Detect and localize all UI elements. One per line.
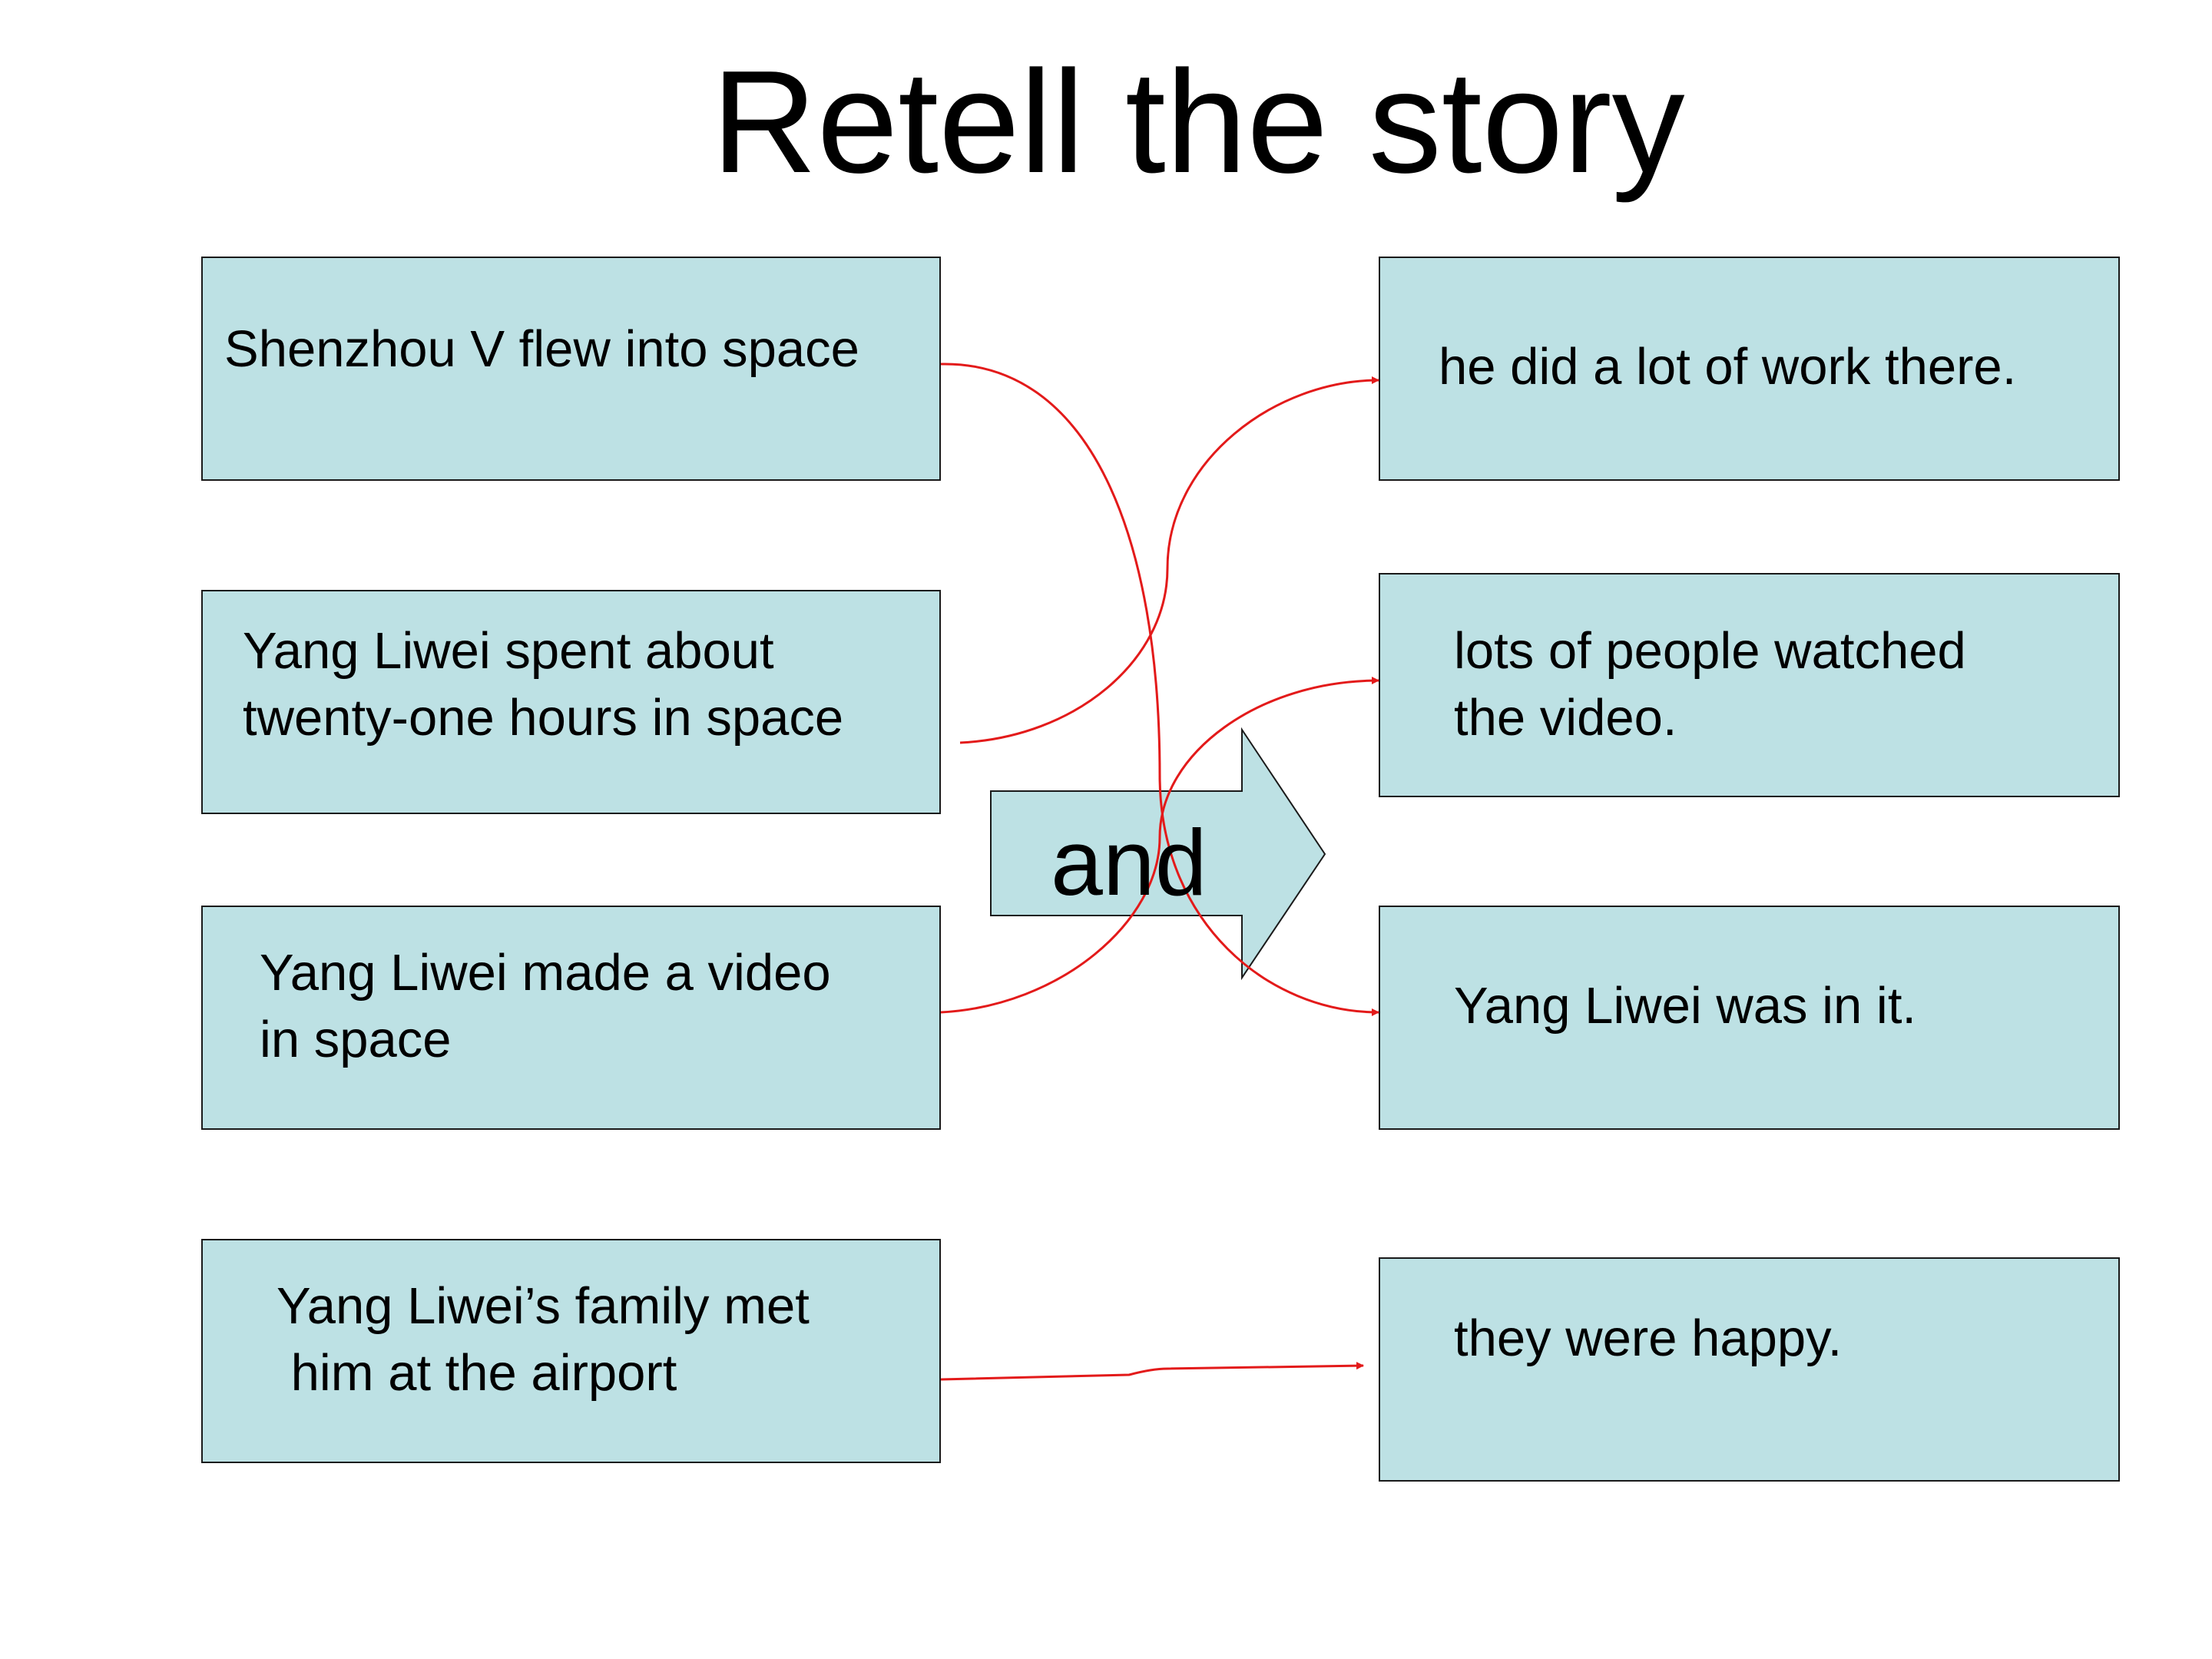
right-box-3[interactable]: Yang Liwei was in it.	[1379, 906, 2120, 1130]
right-box-2-text: lots of people watched the video.	[1454, 622, 1966, 747]
right-box-4[interactable]: they were happy.	[1379, 1257, 2120, 1482]
connector-word: and	[1051, 810, 1207, 915]
right-box-2[interactable]: lots of people watched the video.	[1379, 573, 2120, 797]
right-box-4-text: they were happy.	[1454, 1310, 1843, 1367]
left-box-4-text: Yang Liwei’s family met him at the airpo…	[276, 1277, 810, 1402]
right-box-3-text: Yang Liwei was in it.	[1454, 977, 1917, 1035]
left-box-3[interactable]: Yang Liwei made a video in space	[201, 906, 941, 1130]
match-line-2-to-1	[959, 376, 1379, 744]
left-box-2[interactable]: Yang Liwei spent about twenty-one hours …	[201, 590, 941, 814]
left-box-1-text: Shenzhou V flew into space	[224, 320, 859, 378]
match-line-4-to-4	[940, 1362, 1364, 1381]
left-box-4[interactable]: Yang Liwei’s family met him at the airpo…	[201, 1239, 941, 1463]
right-box-1[interactable]: he did a lot of work there.	[1379, 257, 2120, 481]
right-box-1-text: he did a lot of work there.	[1439, 338, 2017, 396]
left-box-3-text: Yang Liwei made a video in space	[260, 944, 831, 1069]
slide-title: Retell the story	[711, 41, 1685, 204]
left-box-1[interactable]: Shenzhou V flew into space	[201, 257, 941, 481]
left-box-2-text: Yang Liwei spent about twenty-one hours …	[243, 622, 844, 747]
